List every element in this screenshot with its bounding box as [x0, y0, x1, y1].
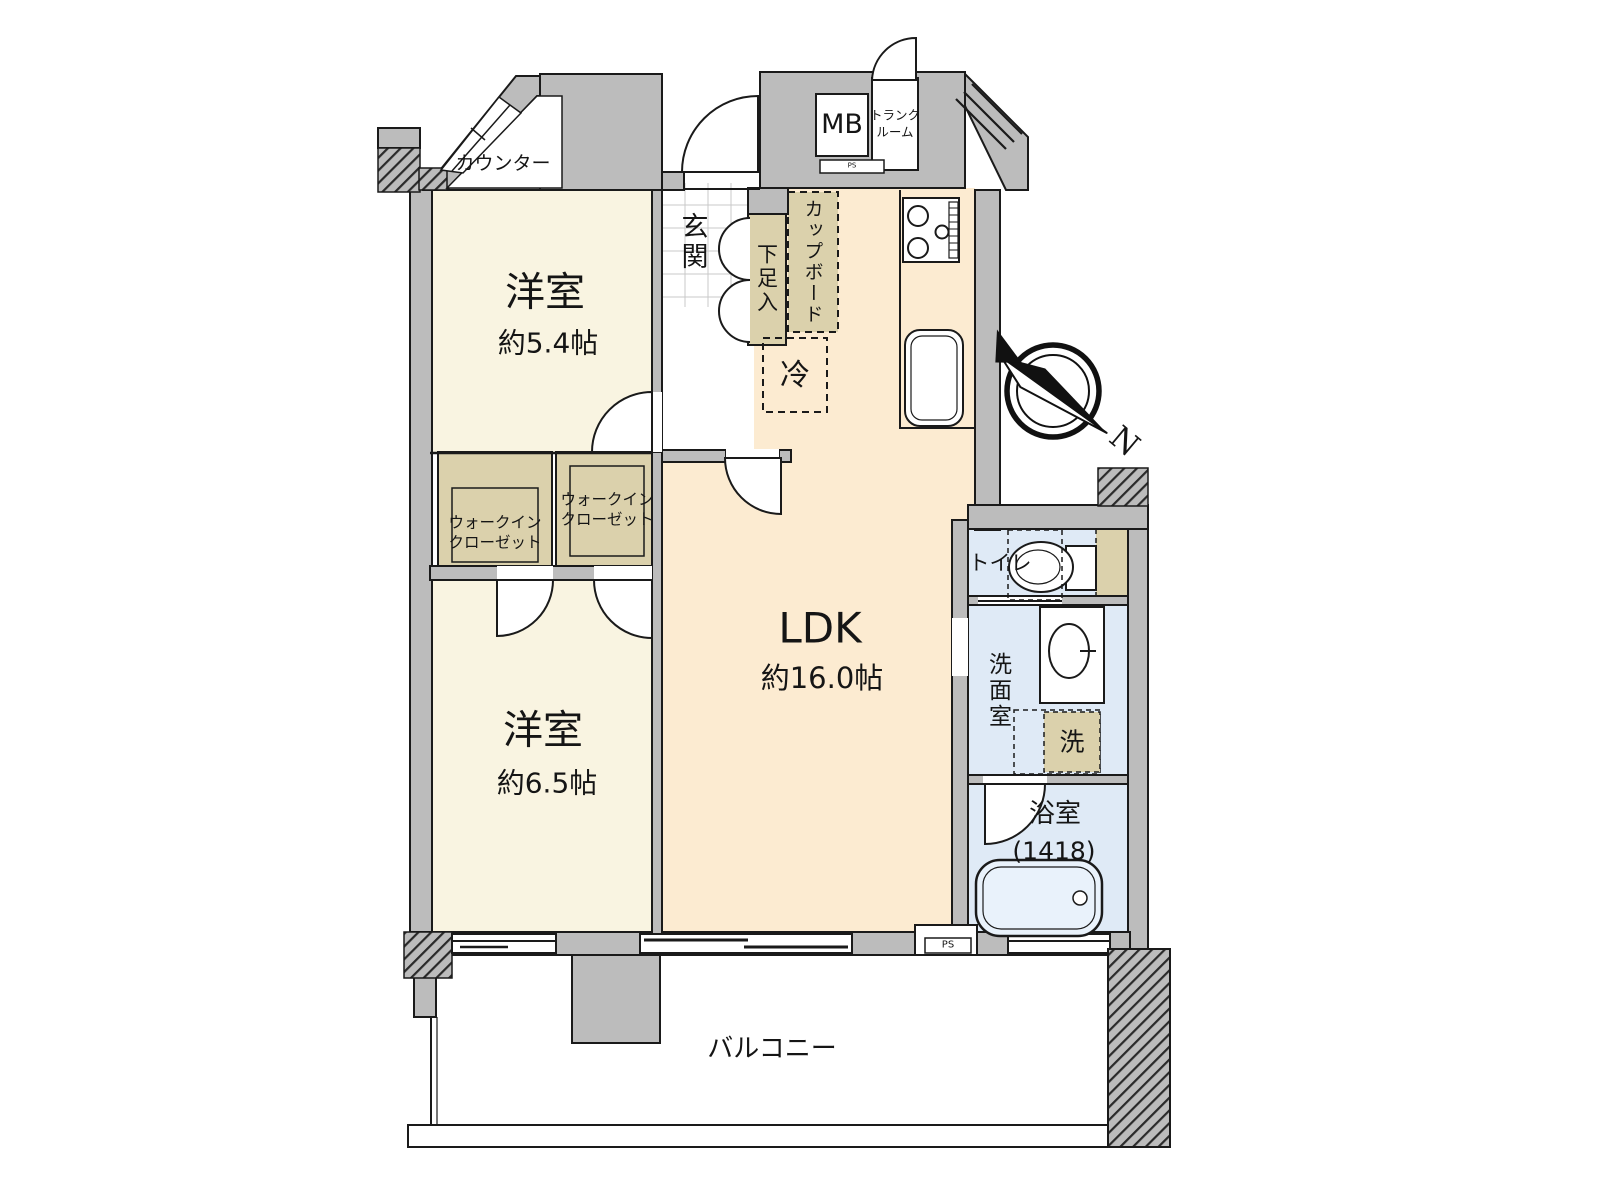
bedroom2-door-arc [592, 579, 653, 640]
wic2-line1: ウォークイン [560, 490, 654, 509]
shoe-cabinet-door-arc [718, 217, 751, 281]
pipe-space-label: PS [941, 939, 955, 951]
balcony-pillar [571, 954, 661, 1044]
balcony-label: バルコニー [707, 1033, 837, 1064]
balcony-outline [407, 948, 1171, 1148]
hatched-walls [377, 147, 1149, 979]
compass-icon [995, 329, 1108, 440]
refrigerator-space [762, 337, 828, 413]
toilet-tank [1065, 545, 1097, 591]
ps-strip [819, 159, 885, 174]
diagonal-band-lines [955, 83, 1023, 150]
bedroom2-area: 約6.5帖 [496, 766, 598, 800]
ldk-floor [662, 188, 975, 935]
meter-box-label: MB [821, 109, 863, 141]
cupboard-label: カップボード [801, 199, 824, 325]
sanitary-fixtures [974, 529, 1105, 938]
wic2-line2: クローゼット [560, 511, 654, 529]
tile-grid [663, 183, 753, 307]
kitchen-sink-icon [904, 329, 964, 427]
windows [451, 924, 1111, 956]
ldk-label: LDK [778, 603, 862, 653]
balcony-corner-wall [1107, 948, 1171, 1148]
walk-in-closet-2 [555, 451, 659, 571]
trunk-room-line2: ルーム [876, 124, 914, 139]
sanitary-left-wall [951, 519, 969, 946]
washer-label: 洗 [1059, 727, 1085, 757]
trunk-room-box [871, 77, 919, 171]
bedroom2-door-arc [496, 579, 555, 638]
wic1-line1: ウォークイン [448, 513, 542, 532]
washroom-label: 洗面室 [984, 652, 1011, 730]
bedroom2-floor [430, 580, 652, 935]
toilet-label: トイレ [968, 551, 1032, 576]
trunk-door-arc [870, 36, 917, 81]
bedroom1-label: 洋室 [505, 269, 585, 316]
ldk-area: 約16.0帖 [760, 660, 884, 695]
bedroom2-label: 洋室 [503, 707, 583, 754]
shoe-cabinet-door-arc [718, 279, 751, 343]
bathtub-icon [974, 858, 1104, 938]
counter-label: カウンター [455, 152, 551, 175]
bedroom2-window [451, 933, 557, 954]
left-outer-wall [409, 171, 433, 956]
ldk-door-arc [723, 457, 782, 516]
door-arcs [496, 94, 1047, 846]
entrance-door-arc [680, 94, 759, 173]
right-outer-wall [1127, 528, 1149, 950]
bathroom-label: 浴室 [1028, 798, 1082, 829]
bedroom1-door-arc [590, 390, 653, 453]
trunk-room-line1: トランク [869, 107, 921, 123]
trunk-room-label: トランク ルーム [870, 108, 920, 141]
meter-trunk-boxes [815, 36, 919, 174]
ldk-balcony-door [639, 933, 853, 954]
bathroom-door-arc [984, 783, 1047, 846]
kitchen-counter-edge [899, 190, 975, 429]
meter-box [815, 93, 869, 157]
toilet-cabinet [1095, 527, 1129, 599]
upper-right-diagonal-wall [964, 71, 1029, 191]
walk-in-closet-1 [437, 451, 553, 577]
washer-space [1043, 711, 1101, 773]
refrigerator-label: 冷 [780, 358, 810, 394]
pipe-space-box [924, 937, 972, 954]
shoe-cabinet-label: 下足入 [754, 243, 779, 315]
sanitary-top-wall [967, 504, 1149, 530]
kitchen-fixtures [762, 190, 975, 429]
walk-in-closet-1-label: ウォークイン クローゼット [448, 513, 541, 554]
cupboard [787, 191, 839, 333]
storage-units [437, 191, 1129, 599]
diagonal-window [439, 95, 523, 174]
wic1-line2: クローゼット [448, 534, 542, 552]
bathroom-size: (1418) [1012, 836, 1096, 866]
entrance-label: 玄関 [676, 212, 708, 272]
walk-in-closet-2-label: ウォークイン クローゼット [560, 490, 653, 531]
ps-strip-label: PS [847, 161, 857, 170]
balcony-ledge [407, 1124, 1133, 1148]
bedroom1-area: 約5.4帖 [497, 326, 599, 360]
toilet-bowl-icon [1008, 541, 1074, 593]
shoe-cabinet [747, 211, 787, 346]
